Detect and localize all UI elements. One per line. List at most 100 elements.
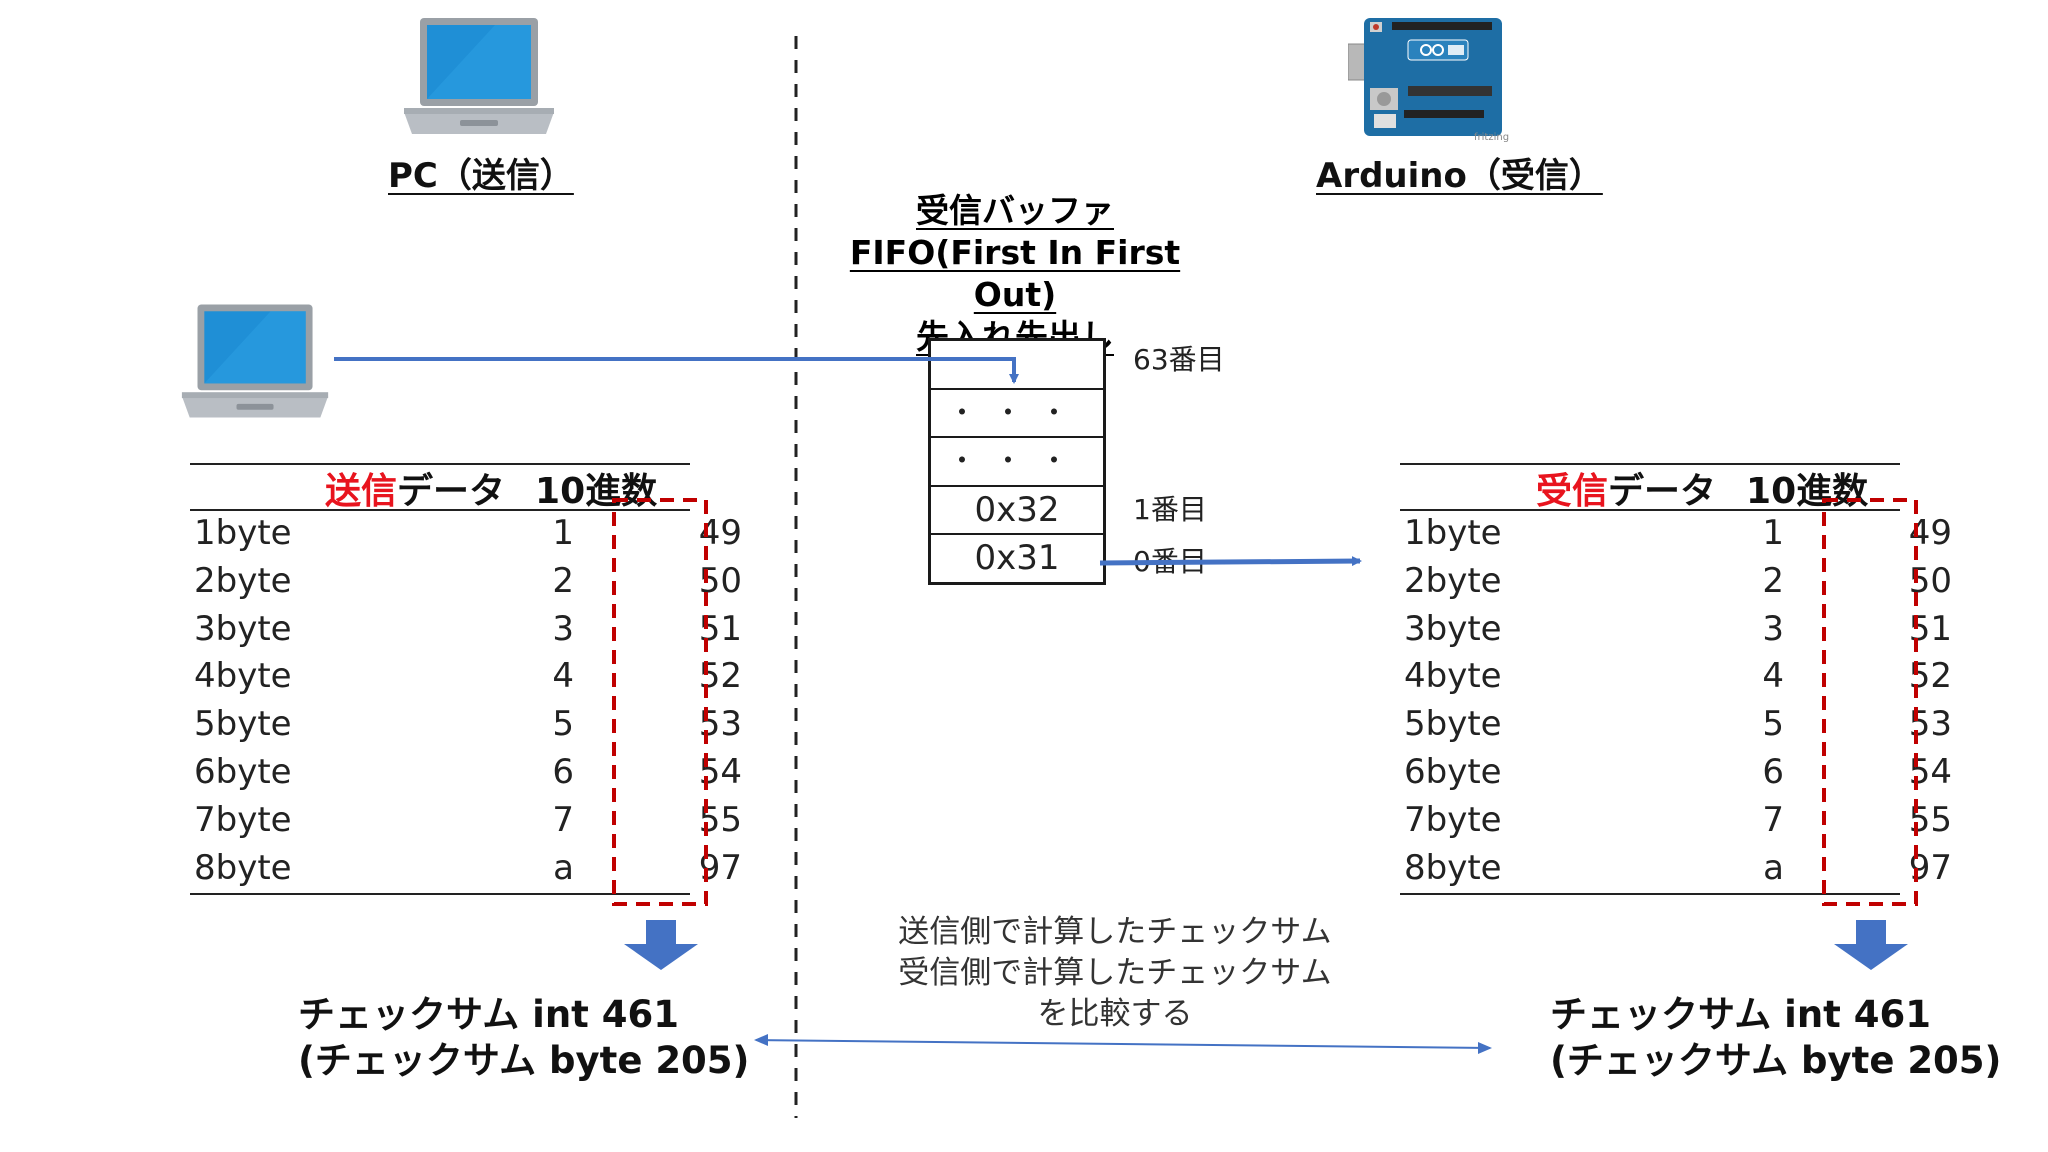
row-label: 6byte (1404, 751, 1502, 792)
row-value: a (1763, 847, 1784, 888)
buffer-slot-ellipsis-1: ・・・ (931, 390, 1103, 439)
table-row: 3byte 3 51 (1400, 606, 1958, 654)
buffer-slot-top (931, 341, 1103, 390)
buffer-label-63: 63番目 (1133, 343, 1225, 376)
row-label: 4byte (1404, 656, 1502, 697)
row-label: 2byte (194, 560, 292, 601)
table-row: 5byte 5 53 (190, 701, 748, 749)
pc-title: PC（送信） (388, 156, 574, 196)
receive-header-black: データ (1608, 471, 1717, 512)
row-decimal: 55 (698, 799, 742, 840)
row-label: 8byte (1404, 847, 1502, 888)
row-label: 5byte (1404, 704, 1502, 745)
arduino-title: Arduino（受信） (1316, 156, 1603, 196)
row-label: 3byte (1404, 608, 1502, 649)
row-decimal: 54 (1908, 751, 1952, 792)
row-decimal: 55 (1908, 799, 1952, 840)
row-label: 2byte (1404, 560, 1502, 601)
row-label: 3byte (194, 608, 292, 649)
row-decimal: 54 (698, 751, 742, 792)
buffer-label-0: 0番目 (1133, 545, 1207, 578)
compare-note: 送信側で計算したチェックサム 受信側で計算したチェックサム を比較する (850, 912, 1380, 1035)
buffer-title-line-1: 受信バッファ (916, 191, 1114, 230)
row-value: 2 (552, 560, 574, 601)
row-value: 7 (1762, 799, 1784, 840)
send-checksum: チェックサム int 461 (チェックサム byte 205) (298, 992, 749, 1084)
row-label: 6byte (194, 751, 292, 792)
row-label: 1byte (194, 513, 292, 553)
row-value: 4 (552, 656, 574, 697)
row-decimal: 53 (1908, 704, 1952, 745)
row-value: 1 (1762, 513, 1784, 553)
board-caption: fritzing (1474, 132, 1510, 143)
receive-checksum-byte: (チェックサム byte 205) (1550, 1039, 2002, 1082)
row-value: 2 (1762, 560, 1784, 601)
send-checksum-byte: (チェックサム byte 205) (298, 1039, 750, 1082)
send-table-header: 送信データ 10進数 (325, 462, 657, 514)
pc-laptop-icon (404, 18, 554, 134)
compare-note-line-1: 送信側で計算したチェックサム (898, 914, 1332, 950)
row-value: 5 (1762, 704, 1784, 745)
table-row: 8byte a 97 (190, 845, 748, 893)
table-row: 6byte 6 54 (1400, 749, 1958, 797)
sender-laptop-icon (181, 304, 329, 418)
row-value: 7 (552, 799, 574, 840)
row-label: 8byte (194, 847, 292, 888)
row-value: a (553, 847, 574, 888)
row-value: 4 (1762, 656, 1784, 697)
row-decimal: 97 (698, 847, 742, 888)
row-value: 5 (552, 704, 574, 745)
row-value: 3 (552, 608, 574, 649)
table-row: 3byte 3 51 (190, 606, 748, 654)
table-row: 5byte 5 53 (1400, 701, 1958, 749)
arduino-board-icon (1348, 18, 1502, 136)
table-row: 7byte 7 55 (1400, 797, 1958, 845)
buffer-slot-ellipsis-2: ・・・ (931, 438, 1103, 487)
row-decimal: 52 (698, 656, 742, 697)
row-label: 7byte (1404, 799, 1502, 840)
send-header-black: データ (397, 471, 506, 512)
row-label: 4byte (194, 656, 292, 697)
receive-table-header: 受信データ 10進数 (1536, 462, 1868, 514)
compare-note-line-3: を比較する (1037, 996, 1193, 1032)
buffer-title-line-2: FIFO(First In First Out) (849, 233, 1181, 314)
table-row: 1byte 1 49 (1400, 510, 1958, 558)
row-value: 6 (552, 751, 574, 792)
row-label: 5byte (194, 704, 292, 745)
buffer-title: 受信バッファ FIFO(First In First Out) 先入れ先出し (810, 190, 1220, 358)
table-row: 6byte 6 54 (190, 749, 748, 797)
receive-header-red: 受信 (1536, 471, 1609, 512)
receive-header-decimal: 10進数 (1746, 471, 1869, 512)
row-decimal: 49 (698, 513, 742, 553)
table-row: 2byte 2 50 (190, 558, 748, 606)
row-decimal: 51 (698, 608, 742, 649)
table-row: 1byte 1 49 (190, 510, 748, 558)
row-value: 6 (1762, 751, 1784, 792)
buffer-slot-0: 0x31 (974, 538, 1060, 579)
row-decimal: 49 (1908, 513, 1952, 553)
send-header-red: 送信 (325, 471, 398, 512)
row-decimal: 50 (698, 560, 742, 601)
row-label: 1byte (1404, 513, 1502, 553)
buffer-label-1: 1番目 (1133, 493, 1207, 526)
row-decimal: 52 (1908, 656, 1952, 697)
row-decimal: 50 (1908, 560, 1952, 601)
row-label: 7byte (194, 799, 292, 840)
row-decimal: 53 (698, 704, 742, 745)
table-row: 7byte 7 55 (190, 797, 748, 845)
compare-note-line-2: 受信側で計算したチェックサム (898, 955, 1332, 991)
row-value: 1 (552, 513, 574, 553)
receive-buffer: ・・・ ・・・ 0x32 0x31 (928, 338, 1106, 585)
table-row: 4byte 4 52 (1400, 653, 1958, 701)
table-row: 2byte 2 50 (1400, 558, 1958, 606)
row-value: 3 (1762, 608, 1784, 649)
send-header-decimal: 10進数 (535, 471, 658, 512)
table-row: 8byte a 97 (1400, 845, 1958, 893)
row-decimal: 97 (1908, 847, 1952, 888)
buffer-slot-1: 0x32 (931, 487, 1103, 536)
row-decimal: 51 (1908, 608, 1952, 649)
